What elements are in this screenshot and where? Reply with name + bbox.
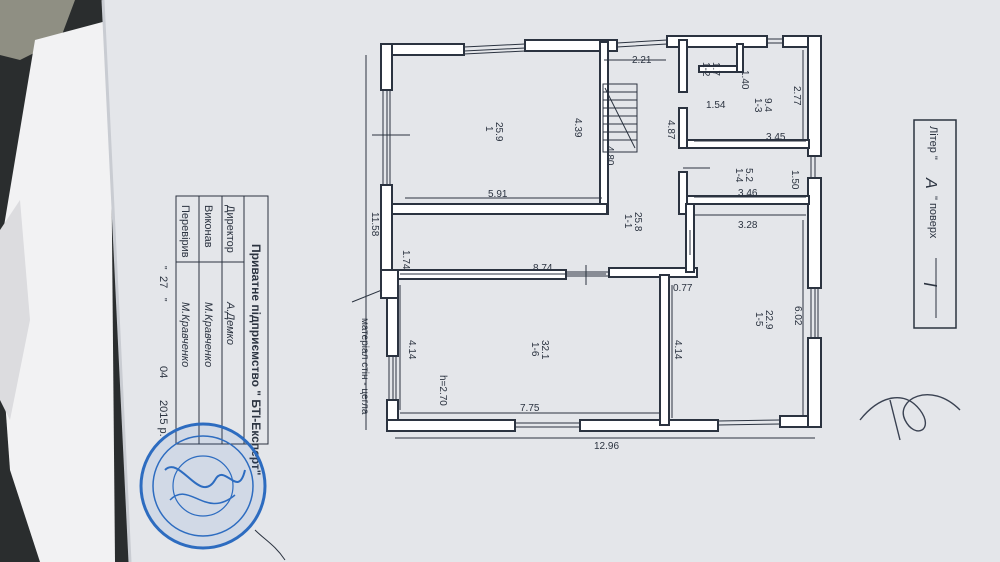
room-1-6-area: 32.1 xyxy=(539,340,550,360)
dim-label: 5.91 xyxy=(488,189,508,200)
role-executed: Виконав xyxy=(202,205,214,248)
dim-label: 1.54 xyxy=(706,100,726,111)
dim-label: 11.58 xyxy=(369,212,380,237)
svg-text:": " xyxy=(157,266,168,270)
room-1-5: 1-5 22.9 xyxy=(753,310,774,330)
dimension-lines xyxy=(365,50,815,439)
dim-label: 1.74 xyxy=(400,250,411,270)
svg-text:1-1: 1-1 xyxy=(622,214,633,229)
dim-label: 4.14 xyxy=(406,340,417,360)
dim-label: 12.96 xyxy=(594,441,619,452)
leader-line xyxy=(351,289,383,303)
litera-box: Літер " А " поверх I xyxy=(913,119,957,329)
dim-label: 3.45 xyxy=(766,132,786,143)
company-name: Приватне підприємство " БТІ-Експерт" xyxy=(249,244,263,476)
svg-text:1-5: 1-5 xyxy=(753,312,764,327)
signature-scribble xyxy=(859,394,961,441)
svg-text:1: 1 xyxy=(483,126,494,132)
paper-edge xyxy=(101,0,132,562)
svg-text:1-2: 1-2 xyxy=(700,62,711,77)
room-height-label: h=2.70 xyxy=(437,375,448,406)
room-labels: 1 25.9 1-1 25.8 1-2 1.7 1-3 9.4 1-4 5.2 … xyxy=(483,62,774,357)
svg-text:": " xyxy=(157,298,168,302)
role-checked: Перевірив xyxy=(179,205,191,258)
dim-label: 1.40 xyxy=(739,70,750,90)
dim-label: 2.21 xyxy=(632,55,652,66)
svg-text:9.4: 9.4 xyxy=(762,98,773,112)
date-year: 2015 р. xyxy=(157,400,169,437)
room-1-4: 1-4 5.2 xyxy=(733,168,754,183)
pen-stroke xyxy=(254,529,286,561)
room-1-2: 1-2 1.7 xyxy=(700,62,721,77)
svg-text:22.9: 22.9 xyxy=(763,310,774,330)
plastic-sleeve xyxy=(0,20,115,562)
svg-text:25.8: 25.8 xyxy=(632,212,643,232)
dim-label: 4.39 xyxy=(572,118,583,138)
dim-label: 4.14 xyxy=(672,340,683,360)
dimension-labels: 2.21 1.40 2.77 1.54 4.39 4.87 3.45 4.80 … xyxy=(369,55,803,452)
dim-label: 4.87 xyxy=(665,120,676,140)
dim-label: 1.50 xyxy=(789,170,800,190)
windows xyxy=(382,38,819,428)
name-checked: М.Кравченко xyxy=(179,302,191,367)
dim-label: 0.77 xyxy=(673,283,693,294)
dim-label: 2.77 xyxy=(791,86,802,106)
svg-text:1-4: 1-4 xyxy=(733,168,744,183)
staircase xyxy=(602,83,638,153)
svg-text:25.9: 25.9 xyxy=(493,122,504,142)
room-1-1: 1-1 25.8 xyxy=(622,212,643,232)
litera-value: А xyxy=(922,177,939,189)
role-director: Директор xyxy=(224,205,236,253)
dim-label: 3.28 xyxy=(738,220,758,231)
name-director: А.Демко xyxy=(224,301,236,345)
table-corner xyxy=(0,0,75,60)
stamp-table: Приватне підприємство " БТІ-Експерт" Дир… xyxy=(157,195,269,476)
room-1: 1 25.9 xyxy=(483,122,504,142)
date-day: 27 xyxy=(157,276,169,288)
dim-label: 6.02 xyxy=(792,306,803,326)
floor-plan-walls xyxy=(380,35,822,432)
svg-text:1-3: 1-3 xyxy=(752,98,763,113)
wall-material-note: матеріал стін - цегла xyxy=(359,318,370,415)
room-1-6-num: 1-6 xyxy=(529,342,540,357)
litera-label: Літер " xyxy=(927,126,939,160)
svg-text:5.2: 5.2 xyxy=(743,168,754,182)
dim-label: 7.75 xyxy=(520,403,540,414)
date-month: 04 xyxy=(157,366,169,378)
floor-label: " поверх xyxy=(927,196,939,239)
room-1-3: 1-3 9.4 xyxy=(752,98,773,113)
plastic-fold xyxy=(0,200,30,420)
floor-value: I xyxy=(920,282,940,287)
dim-label: 8.74 xyxy=(533,263,553,274)
svg-text:1.7: 1.7 xyxy=(710,62,721,76)
company-seal xyxy=(139,422,267,550)
room-1-6: 1-6 xyxy=(529,342,540,357)
dim-label: 3.46 xyxy=(738,188,758,199)
dim-label: 4.80 xyxy=(604,146,615,166)
name-executed: М.Кравченко xyxy=(202,302,214,367)
